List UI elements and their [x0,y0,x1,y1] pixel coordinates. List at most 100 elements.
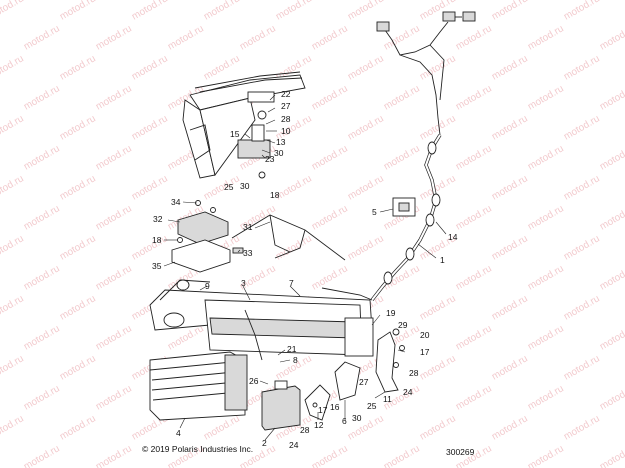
watermark-text: motod.ru [562,53,602,82]
watermark-text: motod.ru [166,23,206,52]
callout-33: 33 [243,248,253,258]
callout-19: 19 [386,308,396,318]
watermark-text: motod.ru [562,353,602,382]
callout-26: 26 [249,376,259,386]
callout-6: 6 [342,416,347,426]
watermark-text: motod.ru [526,263,566,292]
callout-13: 13 [276,137,286,147]
watermark-text: motod.ru [490,353,530,382]
watermark-text: motod.ru [22,203,62,232]
watermark-text: motod.ru [526,443,566,468]
watermark-text: motod.ru [598,263,625,292]
watermark-text: motod.ru [562,173,602,202]
watermark-text: motod.ru [454,263,494,292]
watermark-text: motod.ru [490,233,530,262]
watermark-text: motod.ru [418,353,458,382]
watermark-text: motod.ru [454,203,494,232]
watermark-text: motod.ru [526,383,566,412]
callout-23: 23 [265,154,275,164]
callout-4: 4 [176,428,181,438]
watermark-text: motod.ru [130,0,170,23]
mount-6 [334,361,361,401]
watermark-text: motod.ru [130,53,170,82]
watermark-text: motod.ru [94,23,134,52]
callout-3: 3 [241,278,246,288]
watermark-text: motod.ru [274,173,314,202]
watermark-text: motod.ru [346,53,386,82]
watermark-text: motod.ru [94,263,134,292]
watermark-text: motod.ru [562,233,602,262]
watermark-text: motod.ru [454,83,494,112]
watermark-text: motod.ru [310,203,350,232]
watermark-text: motod.ru [0,173,26,202]
watermark-text: motod.ru [526,143,566,172]
callout-18: 18 [270,190,280,200]
watermark-text: motod.ru [310,23,350,52]
callout-21: 21 [287,344,297,354]
watermark-text: motod.ru [0,233,26,262]
callout-29: 29 [398,320,408,330]
watermark-text: motod.ru [562,293,602,322]
watermark-text: motod.ru [58,413,98,442]
callout-34: 34 [171,197,181,207]
module-assembly [171,200,231,273]
watermark-text: motod.ru [58,53,98,82]
connector-icon [376,21,390,32]
callout-labels: 22 27 28 10 13 15 30 23 25 30 18 34 32 3… [152,89,458,450]
callout-15: 15 [230,129,240,139]
callout-17: 17 [420,347,430,357]
watermark-text: motod.ru [490,413,530,442]
watermark-text: motod.ru [454,143,494,172]
lower-frame [149,279,374,361]
callout-9: 9 [205,281,210,291]
watermark-text: motod.ru [0,0,26,23]
watermark-text: motod.ru [418,53,458,82]
watermark-text: motod.ru [346,233,386,262]
watermark-text: motod.ru [22,263,62,292]
watermark-text: motod.ru [94,443,134,468]
callout-35: 35 [152,261,162,271]
watermark-text: motod.ru [310,443,350,468]
callout-31: 31 [243,222,253,232]
watermark-text: motod.ru [526,323,566,352]
watermark-text: motod.ru [346,0,386,23]
watermark-text: motod.ru [598,83,625,112]
watermark-text: motod.ru [58,0,98,23]
callout-8: 8 [293,355,298,365]
watermark-text: motod.ru [22,23,62,52]
callout-17b: 17 [318,405,328,415]
watermark-text: motod.ru [490,113,530,142]
callout-10: 10 [281,126,291,136]
callout-12: 12 [314,420,324,430]
watermark-text: motod.ru [562,413,602,442]
callout-30b: 30 [240,181,250,191]
watermark-text: motod.ru [418,293,458,322]
watermark-text: motod.ru [598,383,625,412]
watermark-text: motod.ru [0,413,26,442]
watermark-text: motod.ru [94,143,134,172]
watermark-text: motod.ru [58,353,98,382]
watermark-text: motod.ru [22,83,62,112]
watermark-text: motod.ru [382,143,422,172]
connector-icon [462,11,476,22]
watermark-text: motod.ru [598,443,625,468]
watermark-text: motod.ru [94,83,134,112]
watermark-text: motod.ru [562,0,602,23]
watermark-text: motod.ru [310,263,350,292]
callout-32: 32 [153,214,163,224]
callout-28: 28 [281,114,291,124]
watermark-text: motod.ru [202,0,242,23]
callout-11: 11 [383,394,392,404]
watermark-text: motod.ru [526,203,566,232]
watermark-text: motod.ru [94,323,134,352]
callout-18b: 18 [152,235,162,245]
callout-1: 1 [440,255,445,265]
wire-harness [370,11,476,302]
watermark-text: motod.ru [58,173,98,202]
watermark-text: motod.ru [22,143,62,172]
upper-frame-assembly [182,71,306,179]
watermark-text: motod.ru [238,23,278,52]
watermark-text: motod.ru [130,113,170,142]
copyright-text: © 2019 Polaris Industries Inc. [142,444,254,454]
watermark-text: motod.ru [310,83,350,112]
